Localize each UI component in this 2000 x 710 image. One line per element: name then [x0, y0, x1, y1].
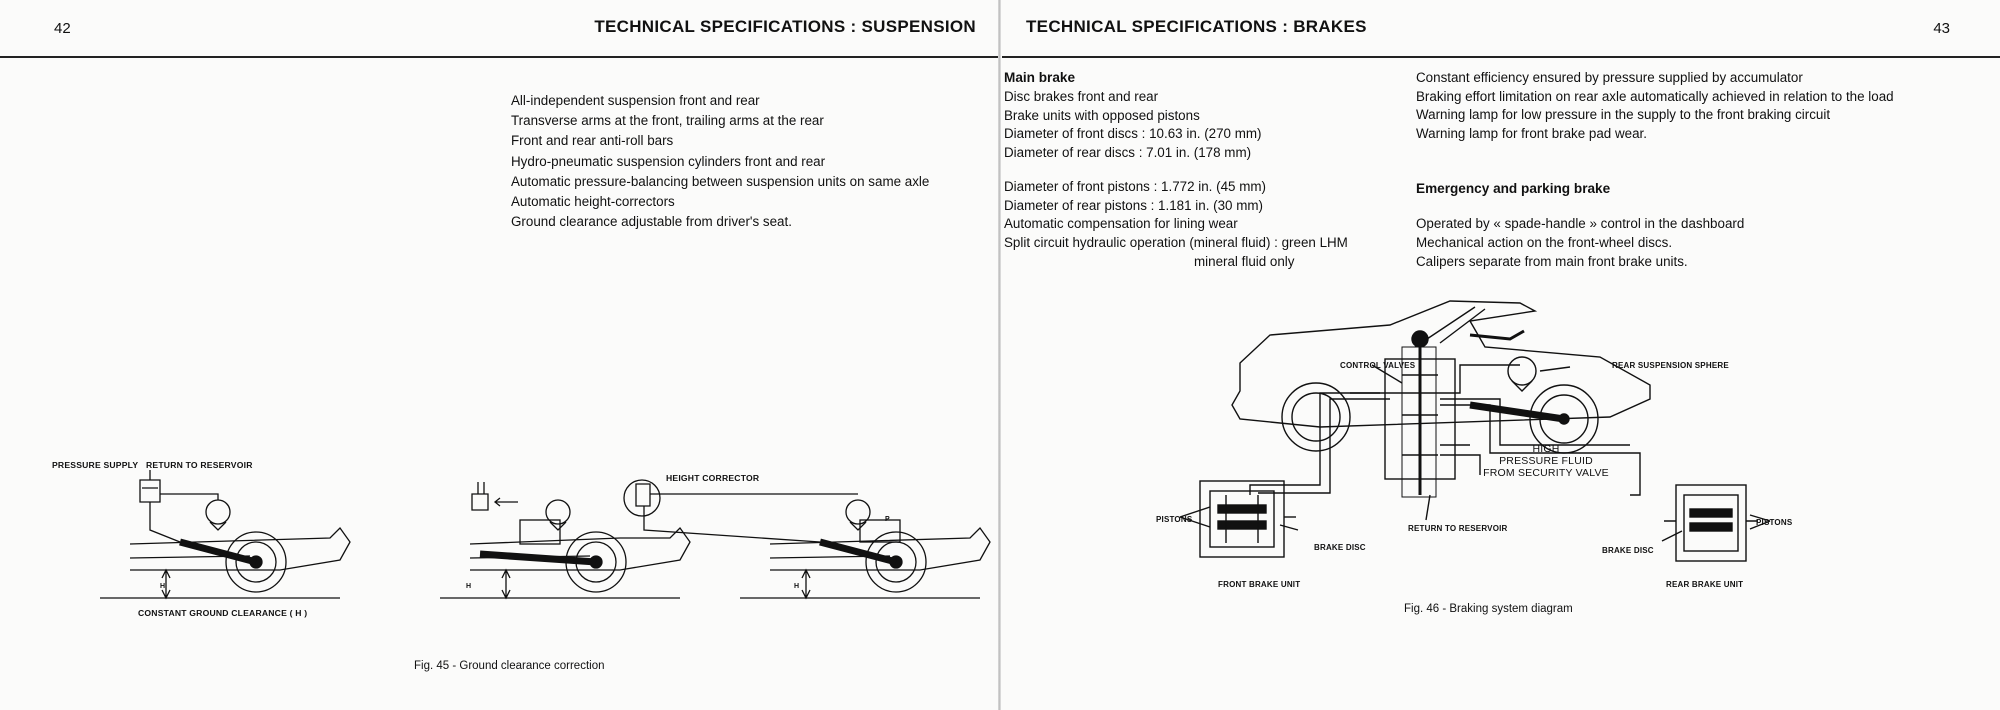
suspension-feature: Transverse arms at the front, trailing a… [511, 113, 824, 129]
suspension-diagram [100, 470, 991, 600]
main-brake-item: Disc brakes front and rear [1004, 89, 1159, 104]
efficiency-list: Constant efficiency ensured by pressure … [1416, 69, 1894, 143]
car-body-outline [1231, 300, 1651, 428]
efficiency-item: Warning lamp for low pressure in the sup… [1416, 107, 1831, 123]
suspension-feature: Automatic pressure-balancing between sus… [511, 173, 930, 189]
label-brake-disc-front: BRAKE DISC [1314, 543, 1366, 552]
book-gutter [998, 0, 1001, 710]
main-brake-item: Split circuit hydraulic operation (miner… [1004, 234, 1348, 250]
label-ground-clearance: CONSTANT GROUND CLEARANCE ( H ) [138, 608, 308, 618]
car-sketch-1 [100, 470, 351, 600]
suspension-feature: Automatic height-correctors [511, 194, 675, 210]
label-rear-sphere: REAR SUSPENSION SPHERE [1612, 361, 1729, 370]
hydraulic-pipes [1249, 392, 1641, 496]
emergency-item: Mechanical action on the front-wheel dis… [1416, 234, 1673, 250]
label-pressure-supply: PRESSURE SUPPLY [52, 460, 139, 470]
heading-brakes: TECHNICAL SPECIFICATIONS : BRAKES [1026, 17, 1367, 36]
braking-system-diagram [1179, 300, 1771, 562]
main-brake-item: Automatic compensation for lining wear [1004, 216, 1238, 232]
label-high-pressure: HIGH PRESSURE FLUID FROM SECURITY VALVE [1476, 443, 1616, 479]
efficiency-item: Warning lamp for front brake pad wear. [1416, 125, 1647, 141]
hp-line-3: FROM SECURITY VALVE [1483, 467, 1609, 479]
page-brakes: TECHNICAL SPECIFICATIONS : BRAKES 43 Mai… [1000, 0, 2000, 710]
label-h-3: H [794, 583, 800, 590]
main-brake-list: Disc brakes front and rear Brake units w… [1004, 88, 1262, 162]
suspension-feature: All-independent suspension front and rea… [511, 93, 760, 108]
main-brake-title: Main brake [1004, 70, 1076, 85]
main-brake-list-2: Diameter of front pistons : 1.772 in. (4… [1004, 178, 1348, 252]
main-brake-item: Brake units with opposed pistons [1004, 107, 1200, 123]
heading-suspension: TECHNICAL SPECIFICATIONS : SUSPENSION [594, 17, 976, 36]
label-return-to-reservoir: RETURN TO RESERVOIR [1408, 524, 1508, 533]
suspension-feature: Hydro-pneumatic suspension cylinders fro… [511, 153, 826, 169]
label-pistons-rear: PISTONS [1756, 518, 1793, 527]
emergency-item: Calipers separate from main front brake … [1416, 253, 1688, 269]
header-rule-left [0, 56, 998, 58]
page-number-left: 42 [54, 20, 71, 37]
page-suspension: 42 TECHNICAL SPECIFICATIONS : SUSPENSION… [0, 17, 998, 672]
car-sketch-3 [623, 479, 991, 600]
fig46-caption: Fig. 46 - Braking system diagram [1404, 603, 1573, 615]
main-brake-item: Diameter of front discs : 10.63 in. (270… [1004, 126, 1262, 142]
hp-line-2: PRESSURE FLUID [1499, 455, 1593, 467]
label-brake-disc-rear: BRAKE DISC [1602, 546, 1654, 555]
main-brake-item: Diameter of front pistons : 1.772 in. (4… [1004, 179, 1266, 194]
hp-line-1: HIGH [1532, 443, 1560, 455]
emergency-item: Operated by « spade-handle » control in … [1416, 216, 1745, 231]
label-return-reservoir: RETURN TO RESERVOIR [146, 460, 253, 470]
label-rear-brake-unit: REAR BRAKE UNIT [1666, 580, 1744, 589]
main-brake-item: Diameter of rear discs : 7.01 in. (178 m… [1004, 144, 1252, 160]
header-rule-right [1002, 56, 2000, 58]
fig45-caption: Fig. 45 - Ground clearance correction [414, 660, 605, 672]
emergency-brake-title: Emergency and parking brake [1416, 181, 1611, 196]
label-front-brake-unit: FRONT BRAKE UNIT [1218, 580, 1301, 589]
label-h-2: H [466, 583, 472, 590]
efficiency-item: Braking effort limitation on rear axle a… [1416, 88, 1894, 104]
car-sketch-2 [440, 482, 691, 600]
label-height-corrector: HEIGHT CORRECTOR [666, 473, 760, 483]
efficiency-item: Constant efficiency ensured by pressure … [1416, 70, 1803, 85]
page-number-right: 43 [1933, 20, 1950, 37]
main-brake-item: Diameter of rear pistons : 1.181 in. (30… [1004, 197, 1263, 213]
suspension-feature-list: All-independent suspension front and rea… [511, 91, 929, 232]
label-control-valves: CONTROL VALVES [1340, 361, 1416, 370]
main-brake-item-cont: mineral fluid only [1194, 254, 1295, 269]
suspension-feature: Ground clearance adjustable from driver'… [511, 214, 792, 230]
label-h-1: H [160, 583, 166, 590]
suspension-feature: Front and rear anti-roll bars [511, 133, 674, 149]
emergency-brake-list: Operated by « spade-handle » control in … [1416, 215, 1744, 271]
label-pistons-front: PISTONS [1156, 515, 1193, 524]
